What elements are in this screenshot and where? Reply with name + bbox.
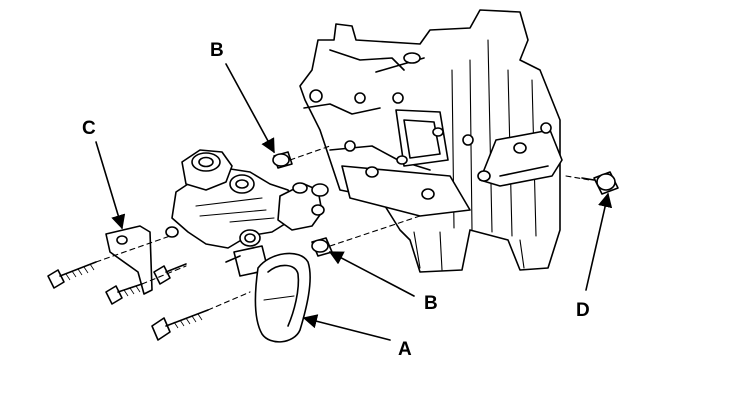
arrow-b-bottom [328,251,415,297]
arrow-c [95,141,126,230]
part-a-lever [254,252,311,343]
arrow-d [585,192,613,291]
arrow-a [302,314,391,341]
part-b-collar-bottom [311,237,333,257]
bolt-lower [151,309,209,341]
callout-label-d: D [576,300,590,321]
part-c-bracket [105,225,153,295]
bolt-left-long [47,261,97,289]
arrow-b-top [225,63,275,154]
callout-arrows [95,63,613,341]
bolt-center [153,263,187,285]
callout-label-b-bottom: B [424,293,438,314]
callout-label-c: C [82,118,96,139]
callout-label-a: A [398,339,412,360]
shift-assembly [165,149,329,277]
callout-label-b-top: B [210,40,224,61]
part-b-collar-top [272,151,293,169]
bolt-left-mid [105,283,143,305]
transmission-housing [299,9,563,273]
part-d-bolt [581,171,619,195]
alignment-lines [95,145,591,311]
